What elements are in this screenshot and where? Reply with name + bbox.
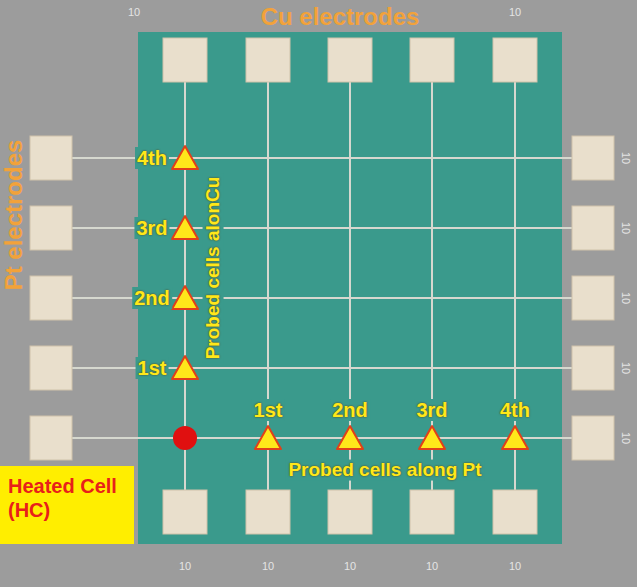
probe-order: 4th	[498, 399, 532, 421]
probe-triangles	[172, 146, 528, 449]
chip-mark: 10	[179, 560, 191, 572]
chip-mark: 10	[509, 560, 521, 572]
probe-order: 3rd	[414, 399, 449, 421]
heated-cell-dot	[173, 426, 197, 450]
box-label: Heated Cell (HC)	[8, 474, 126, 522]
chip-mark: 10	[620, 292, 632, 304]
probe-order: 4th	[135, 147, 169, 169]
probe-order: 3rd	[134, 217, 169, 239]
chip-mark: 10	[620, 432, 632, 444]
probe-order: 1st	[136, 357, 169, 379]
chip-mark: 10	[620, 152, 632, 164]
electrode-title: Cu electrodes	[261, 4, 420, 30]
probe-order: 2nd	[330, 399, 370, 421]
chip-mark: 10	[509, 6, 521, 18]
probe-caption: Probed cells alonCu	[203, 174, 224, 363]
chip-area	[138, 32, 562, 544]
chip-mark: 10	[262, 560, 274, 572]
highlight-box: Heated Cell (HC)	[0, 466, 134, 544]
electrode-pads	[30, 38, 614, 534]
probe-caption: Probed cells along Pt	[285, 460, 484, 481]
probe-order: 1st	[252, 399, 285, 421]
chip-mark: 10	[620, 362, 632, 374]
chip-mark: 10	[128, 6, 140, 18]
probe-order: 2nd	[132, 287, 172, 309]
chip-mark: 10	[620, 222, 632, 234]
electrode-lines	[70, 82, 572, 490]
electrode-title: Pt electrodes	[1, 140, 27, 291]
chip-mark: 10	[426, 560, 438, 572]
chip-mark: 10	[344, 560, 356, 572]
